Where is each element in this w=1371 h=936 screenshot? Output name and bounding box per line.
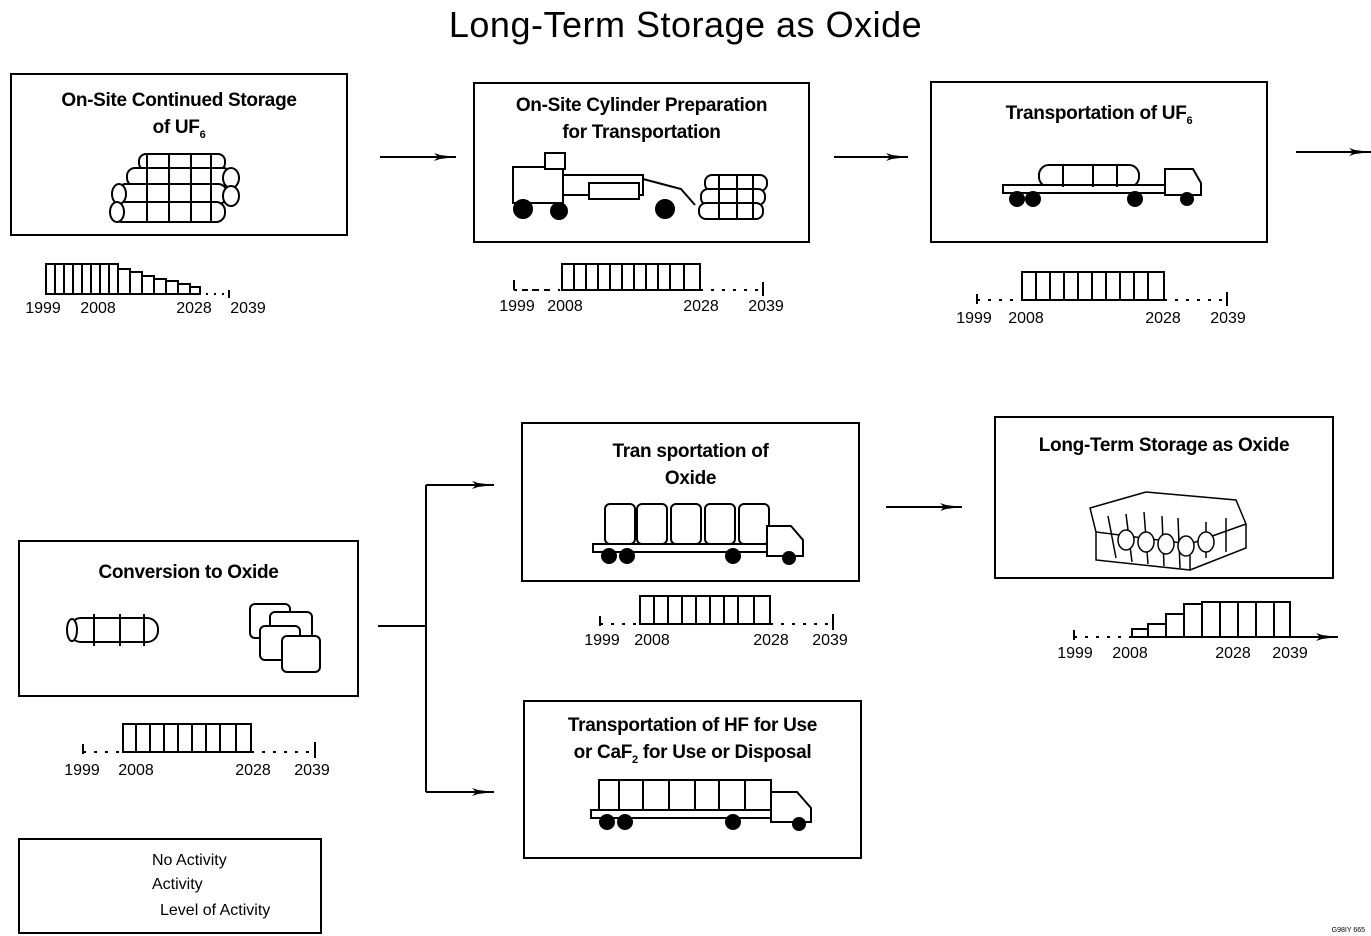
box-transport-uf6: Transportation of UF6 [930, 81, 1268, 243]
label-line: Tran sportation of [612, 441, 769, 462]
label-line: Oxide [664, 468, 717, 489]
diagram-title: Long-Term Storage as Oxide [448, 4, 923, 45]
year-label: 2008 [80, 300, 116, 317]
box-transport-hf: Transportation of HF for Use or CaF2 for… [523, 700, 862, 859]
year-label: 2039 [1210, 310, 1246, 327]
year-label: 2008 [118, 762, 154, 779]
year-label: 2028 [235, 762, 271, 779]
year-label: 1999 [584, 632, 620, 649]
box-conversion-label: Conversion to Oxide [20, 559, 357, 586]
cylinder-icon [66, 614, 159, 646]
year-label: 2039 [230, 300, 266, 317]
label-line: Transportation of HF for Use [567, 715, 818, 736]
year-label: 2028 [753, 632, 789, 649]
year-label: 2008 [547, 298, 583, 315]
box-transport-oxide: Tran sportation of Oxide [521, 422, 860, 582]
box-storage-uf6: On-Site Continued Storage of UF6 [10, 73, 348, 236]
legend-activity: Activity [152, 876, 203, 893]
timeline-longterm-bars [1073, 601, 1291, 640]
legend-no-activity: No Activity [152, 852, 227, 869]
label-line: Long-Term Storage as Oxide [1038, 435, 1290, 456]
legend-level-of-activity: Level of Activity [160, 902, 271, 919]
year-label: 2039 [1272, 645, 1308, 662]
year-label: 2008 [1112, 645, 1148, 662]
box-storage-uf6-label: On-Site Continued Storage of UF6 [12, 87, 346, 149]
year-label: 2028 [683, 298, 719, 315]
year-label: 2039 [748, 298, 784, 315]
year-label: 2028 [1215, 645, 1251, 662]
timeline-conversion-bars [82, 723, 316, 758]
cylinder-stack-icon [109, 153, 240, 223]
year-label: 1999 [64, 762, 100, 779]
box-longterm: Long-Term Storage as Oxide [994, 416, 1334, 579]
label-line: of UF [152, 117, 200, 138]
truck-oxide-icon [592, 503, 804, 565]
label-line: for Transportation [562, 122, 721, 143]
truck-hf-icon [590, 779, 812, 831]
timeline-storage-uf6-bars [45, 263, 230, 298]
legend-box: No Activity Activity Level of Activity [18, 838, 322, 934]
year-label: 2008 [1008, 310, 1044, 327]
figure-code: G98IY 665 [1331, 927, 1365, 934]
label-subscript: 6 [199, 128, 206, 141]
box-conversion: Conversion to Oxide [18, 540, 359, 697]
label-subscript: 6 [1186, 114, 1193, 127]
forklift-icon [512, 152, 768, 220]
year-label: 2008 [634, 632, 670, 649]
box-transport-oxide-label: Tran sportation of Oxide [523, 438, 858, 492]
box-cylinder-prep: On-Site Cylinder Preparation for Transpo… [473, 82, 810, 243]
year-label: 1999 [956, 310, 992, 327]
label-line: Transportation of UF [1005, 103, 1187, 124]
oxide-containers-icon [249, 603, 321, 673]
timeline-transport-oxide-bars [599, 595, 834, 630]
label-subscript: 2 [632, 753, 638, 766]
year-label: 1999 [499, 298, 535, 315]
box-longterm-label: Long-Term Storage as Oxide [996, 432, 1332, 459]
year-label: 2039 [294, 762, 330, 779]
label-line: On-Site Continued Storage [61, 90, 297, 111]
year-label: 2028 [1145, 310, 1181, 327]
branch-connector [378, 485, 427, 792]
year-label: 1999 [25, 300, 61, 317]
year-label: 1999 [1057, 645, 1093, 662]
timeline-transport-uf6-bars [976, 271, 1228, 306]
truck-uf6-icon [1002, 164, 1202, 207]
label-line: for Use or Disposal [637, 742, 812, 763]
storage-building-icon [1089, 491, 1247, 571]
timeline-cylinder-prep-bars [513, 263, 764, 296]
label-line: Conversion to Oxide [98, 562, 279, 583]
box-transport-hf-label: Transportation of HF for Use or CaF2 for… [525, 712, 860, 774]
label-line: On-Site Cylinder Preparation [515, 95, 768, 116]
box-transport-uf6-label: Transportation of UF6 [932, 100, 1266, 135]
label-line: or CaF [573, 742, 633, 763]
year-label: 2028 [176, 300, 212, 317]
year-label: 2039 [812, 632, 848, 649]
box-cylinder-prep-label: On-Site Cylinder Preparation for Transpo… [475, 92, 808, 146]
